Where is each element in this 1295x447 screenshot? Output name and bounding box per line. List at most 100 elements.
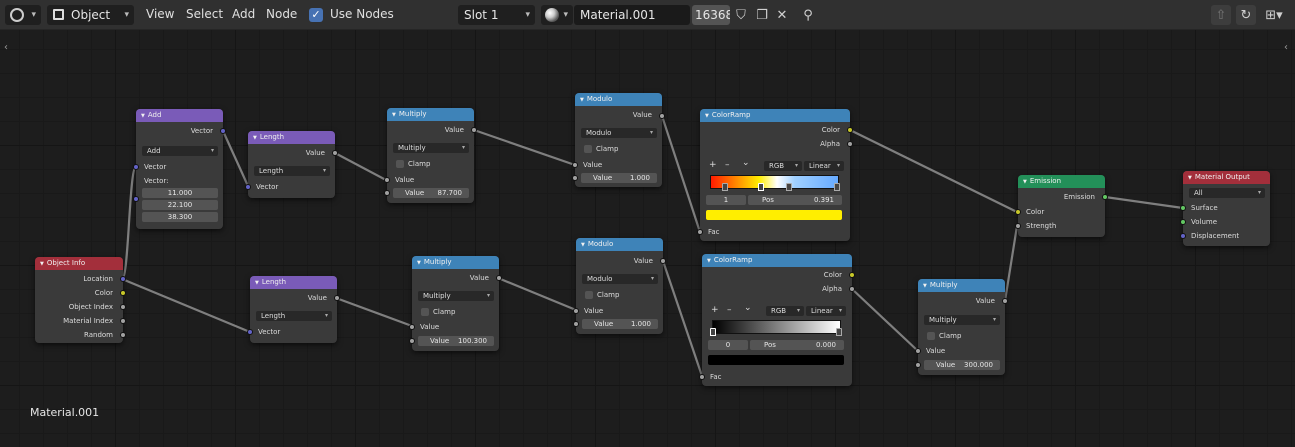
operation-dropdown[interactable]: Modulo▾: [582, 274, 658, 284]
collapse-triangle-icon[interactable]: ▼: [707, 258, 711, 264]
socket-value-in-2[interactable]: [573, 321, 579, 327]
toolbar-toggle-chevron-icon[interactable]: ‹: [4, 42, 8, 53]
vector-length-node-1[interactable]: ▼Length Value Length▾ Vector: [245, 131, 338, 198]
color-mode-dropdown[interactable]: RGB▾: [766, 306, 804, 316]
socket-value-in-2[interactable]: [572, 175, 578, 181]
operation-dropdown[interactable]: Length▾: [254, 166, 330, 176]
socket-vector-in[interactable]: [247, 329, 253, 335]
snap-icon[interactable]: ↻: [1236, 5, 1256, 25]
remove-stop-minus-icon[interactable]: –: [725, 160, 730, 170]
collapse-triangle-icon[interactable]: ▼: [255, 280, 259, 286]
value-field[interactable]: Value 87.700: [393, 188, 469, 198]
stop-position-field[interactable]: Pos 0.391: [748, 195, 842, 205]
socket-fac-in[interactable]: [697, 229, 703, 235]
node-header[interactable]: ▼Multiply: [387, 108, 474, 121]
ramp-stop-handle[interactable]: [722, 183, 728, 191]
socket-value-out[interactable]: [471, 127, 477, 133]
math-modulo-node-2[interactable]: ▼Modulo Value Modulo▾ Clamp Value Value …: [573, 238, 666, 334]
vector-z-field[interactable]: 38.300: [142, 212, 218, 222]
socket-value-out[interactable]: [334, 295, 340, 301]
stop-color-swatch[interactable]: [706, 210, 842, 220]
socket-object-index[interactable]: [120, 304, 126, 310]
vector-x-field[interactable]: 11.000: [142, 188, 218, 198]
stop-color-swatch[interactable]: [708, 355, 844, 365]
socket-volume-in[interactable]: [1180, 219, 1186, 225]
socket-value-in-2[interactable]: [409, 338, 415, 344]
collapse-triangle-icon[interactable]: ▼: [705, 113, 709, 119]
math-multiply-node-1[interactable]: ▼Multiply Value Multiply▾ Clamp Value Va…: [384, 108, 477, 203]
value-field[interactable]: Value 1.000: [581, 173, 657, 183]
socket-value-in-1[interactable]: [573, 308, 579, 314]
node-header[interactable]: ▼Emission: [1018, 175, 1105, 188]
operation-dropdown[interactable]: Multiply▾: [418, 291, 494, 301]
render-target-dropdown[interactable]: All▾: [1189, 188, 1265, 198]
vector-length-node-2[interactable]: ▼Length Value Length▾ Vector: [247, 276, 340, 343]
menu-view[interactable]: View: [146, 7, 175, 21]
node-header[interactable]: ▼Object Info: [35, 257, 123, 270]
socket-strength-in[interactable]: [1015, 223, 1021, 229]
value-field[interactable]: Value 100.300: [418, 336, 494, 346]
node-header[interactable]: ▼Length: [250, 276, 337, 289]
material-browse-button[interactable]: ▾: [541, 5, 573, 25]
editor-type-selector[interactable]: ▾: [5, 5, 41, 25]
active-stop-index-field[interactable]: 0: [708, 340, 748, 350]
math-modulo-node-1[interactable]: ▼Modulo Value Modulo▾ Clamp Value Value …: [572, 93, 665, 187]
socket-surface-in[interactable]: [1180, 205, 1186, 211]
color-ramp-node-1[interactable]: ▼ColorRamp Color Alpha + – ⌄ RGB▾ Linear…: [697, 109, 853, 241]
socket-value-in-1[interactable]: [384, 177, 390, 183]
menu-node[interactable]: Node: [266, 7, 298, 21]
socket-vector-in-2[interactable]: [133, 196, 139, 202]
ramp-stop-handle-active[interactable]: [758, 183, 764, 191]
vector-y-field[interactable]: 22.100: [142, 200, 218, 210]
emission-node[interactable]: ▼Emission Emission Color Strength: [1015, 175, 1108, 237]
sidebar-toggle-chevron-icon[interactable]: ‹: [1284, 42, 1288, 53]
node-header[interactable]: ▼Add: [136, 109, 223, 122]
socket-location[interactable]: [120, 276, 126, 282]
socket-value-in-2[interactable]: [384, 190, 390, 196]
socket-value-in-1[interactable]: [409, 324, 415, 330]
clamp-checkbox[interactable]: [927, 332, 935, 340]
collapse-triangle-icon[interactable]: ▼: [253, 135, 257, 141]
node-header[interactable]: ▼Material Output: [1183, 171, 1270, 184]
socket-value-in-2[interactable]: [915, 362, 921, 368]
socket-random[interactable]: [120, 332, 126, 338]
socket-value-out[interactable]: [496, 275, 502, 281]
stop-position-field[interactable]: Pos 0.000: [750, 340, 844, 350]
add-stop-plus-icon[interactable]: +: [709, 160, 717, 170]
collapse-triangle-icon[interactable]: ▼: [1023, 179, 1027, 185]
operation-dropdown[interactable]: Add▾: [142, 146, 218, 156]
clamp-checkbox[interactable]: [396, 160, 404, 168]
socket-color-out[interactable]: [849, 272, 855, 278]
value-field[interactable]: Value 300.000: [924, 360, 1000, 370]
socket-value-out[interactable]: [1002, 298, 1008, 304]
collapse-triangle-icon[interactable]: ▼: [1188, 175, 1192, 181]
menu-add[interactable]: Add: [232, 7, 256, 21]
collapse-triangle-icon[interactable]: ▼: [40, 261, 44, 267]
socket-vector-in[interactable]: [245, 184, 251, 190]
socket-value-out[interactable]: [332, 150, 338, 156]
clamp-checkbox[interactable]: [585, 291, 593, 299]
clamp-checkbox[interactable]: [584, 145, 592, 153]
material-name-field[interactable]: Material.001: [574, 5, 690, 25]
clamp-checkbox[interactable]: [421, 308, 429, 316]
socket-value-in-1[interactable]: [572, 162, 578, 168]
material-users-count[interactable]: 16368: [692, 5, 730, 25]
remove-stop-minus-icon[interactable]: –: [727, 305, 732, 315]
object-info-node[interactable]: ▼Object Info Location Color Object Index…: [35, 257, 126, 343]
add-stop-plus-icon[interactable]: +: [711, 305, 719, 315]
ramp-stop-handle[interactable]: [836, 328, 842, 336]
collapse-triangle-icon[interactable]: ▼: [923, 283, 927, 289]
socket-material-index[interactable]: [120, 318, 126, 324]
socket-value-out[interactable]: [660, 258, 666, 264]
value-field[interactable]: Value 1.000: [582, 319, 658, 329]
socket-color-out[interactable]: [847, 127, 853, 133]
material-output-node[interactable]: ▼Material Output All▾ Surface Volume Dis…: [1180, 171, 1270, 246]
fake-user-shield-icon[interactable]: ⛉: [736, 7, 746, 23]
interpolation-dropdown[interactable]: Linear▾: [804, 161, 844, 171]
collapse-triangle-icon[interactable]: ▼: [392, 112, 396, 118]
ramp-menu-chevron-icon[interactable]: ⌄: [744, 303, 752, 313]
parent-node-tree-icon[interactable]: ⇧: [1211, 5, 1231, 25]
unlink-close-icon[interactable]: ✕: [776, 7, 788, 23]
node-header[interactable]: ▼Modulo: [576, 238, 663, 251]
socket-emission-out[interactable]: [1102, 194, 1108, 200]
